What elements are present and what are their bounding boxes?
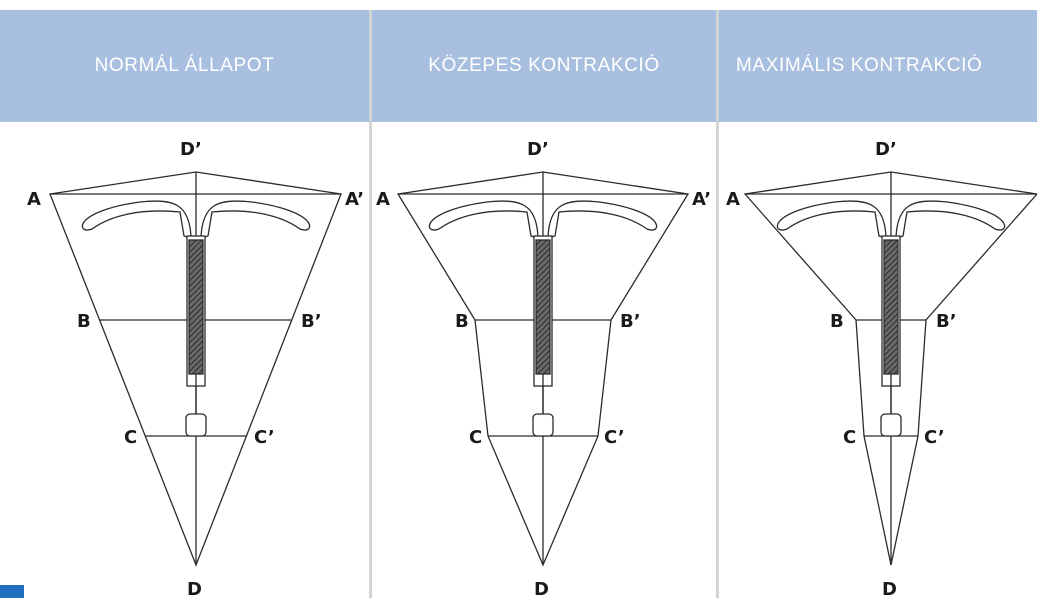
column-max-contraction: MAXIMÁLIS KONTRAKCIÓ — [719, 10, 1037, 598]
iud-copper-coil — [535, 239, 551, 375]
label-a-prime: A’ — [345, 189, 364, 210]
iud-device — [776, 200, 1006, 437]
column-divider — [716, 10, 719, 598]
label-b: B — [830, 311, 844, 332]
label-d: D — [187, 579, 202, 598]
diagram-medium-contraction — [396, 171, 690, 567]
label-d-prime: D’ — [527, 139, 549, 160]
label-c: C — [469, 427, 482, 448]
diagram-normal — [49, 171, 342, 567]
label-a: A — [376, 189, 390, 210]
label-d-prime: D’ — [180, 139, 202, 160]
iud-copper-coil — [188, 239, 204, 375]
label-a: A — [27, 189, 41, 210]
label-c-prime: C’ — [604, 427, 625, 448]
column-normal: NORMÁL ÁLLAPOT — [0, 10, 369, 598]
label-d-prime: D’ — [875, 139, 897, 160]
label-c: C — [124, 427, 137, 448]
column-divider — [369, 10, 372, 598]
column-header: KÖZEPES KONTRAKCIÓ — [372, 10, 716, 122]
iud-device — [81, 200, 311, 437]
label-d: D — [534, 579, 549, 598]
iud-copper-coil — [883, 239, 899, 375]
column-medium-contraction: KÖZEPES KONTRAKCIÓ — [372, 10, 716, 598]
label-a-prime: A’ — [692, 189, 711, 210]
column-title: MAXIMÁLIS KONTRAKCIÓ — [736, 55, 983, 76]
column-title: NORMÁL ÁLLAPOT — [94, 55, 275, 76]
label-b-prime: B’ — [620, 311, 641, 332]
label-d: D — [882, 579, 897, 598]
label-b-prime: B’ — [936, 311, 957, 332]
label-c: C — [843, 427, 856, 448]
iud-knob — [185, 413, 207, 437]
label-c-prime: C’ — [924, 427, 945, 448]
corner-marker — [0, 585, 24, 598]
column-header: MAXIMÁLIS KONTRAKCIÓ — [719, 10, 1037, 122]
diagram-max-contraction — [743, 171, 1037, 566]
label-c-prime: C’ — [254, 427, 275, 448]
column-title: KÖZEPES KONTRAKCIÓ — [428, 55, 660, 76]
iud-knob — [880, 413, 902, 437]
label-a: A — [726, 189, 740, 210]
label-b: B — [455, 311, 469, 332]
label-b: B — [77, 311, 91, 332]
label-b-prime: B’ — [301, 311, 322, 332]
iud-device — [428, 200, 658, 437]
iud-knob — [532, 413, 554, 437]
column-header: NORMÁL ÁLLAPOT — [0, 10, 369, 122]
